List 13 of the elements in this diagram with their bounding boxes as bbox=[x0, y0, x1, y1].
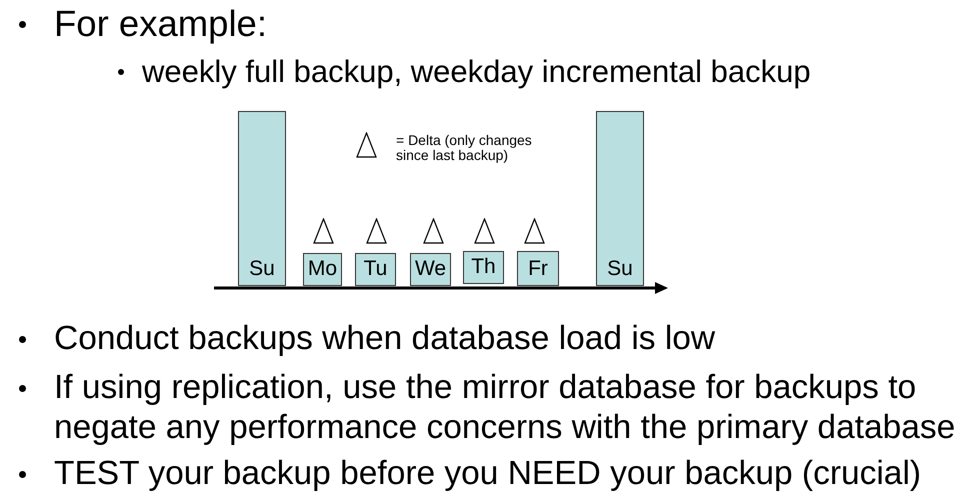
legend-text: = Delta (only changes since last backup) bbox=[396, 133, 533, 163]
bullet-text: For example: bbox=[54, 2, 268, 46]
full-backup-bar: Su bbox=[596, 111, 644, 286]
incremental-backup-box: We bbox=[410, 253, 451, 286]
full-backup-bar: Su bbox=[238, 111, 286, 286]
incremental-backup-box: Th bbox=[463, 251, 504, 284]
bullet-text: If using replication, use the mirror database for backups to negate any performance concerns with the primary database bbox=[54, 368, 956, 448]
bullet-text: weekly full backup, weekday incremental backup bbox=[142, 54, 812, 90]
bullet-text: Conduct backups when database load is low bbox=[54, 319, 716, 359]
incremental-backup-box: Tu bbox=[355, 253, 396, 286]
bullet-text: TEST your backup before you NEED your backup (crucial) bbox=[54, 454, 922, 494]
incremental-backup-box: Fr bbox=[517, 251, 559, 286]
incremental-backup-box: Mo bbox=[303, 253, 342, 286]
